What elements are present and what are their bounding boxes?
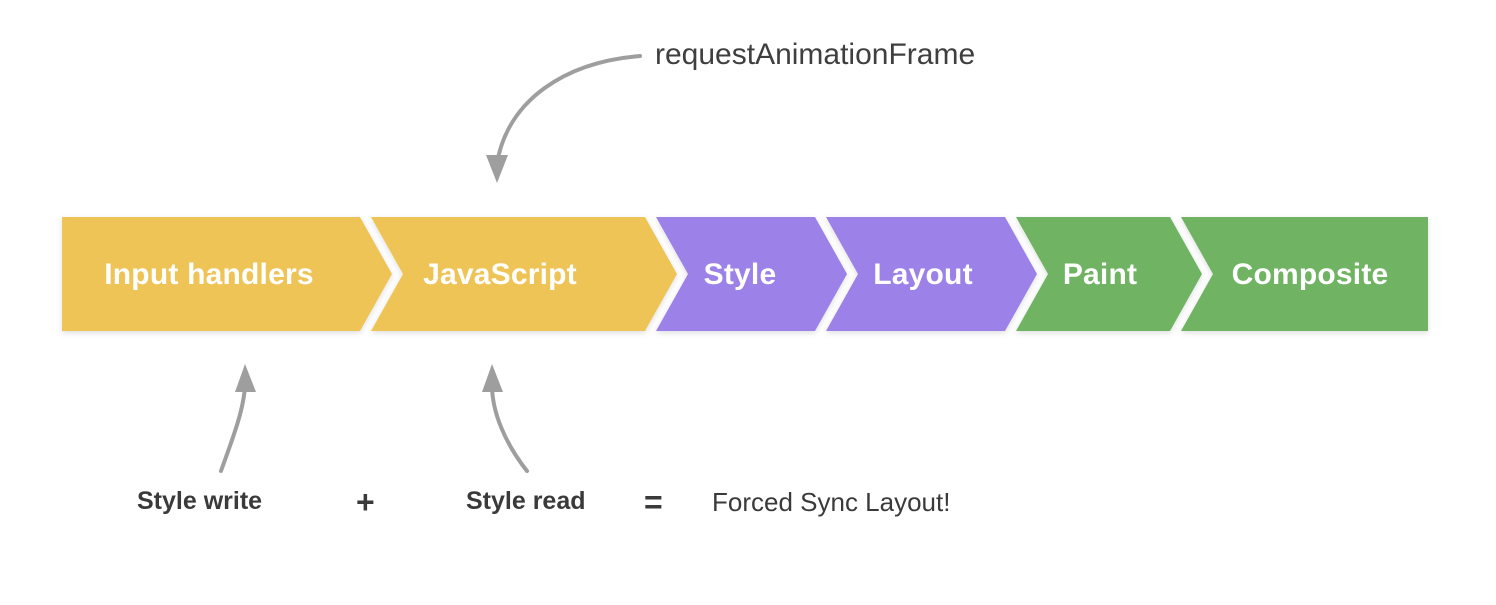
raf-arrow	[486, 54, 642, 183]
pipeline-segment-input-handlers	[62, 217, 392, 331]
request-animation-frame-label: requestAnimationFrame	[655, 38, 976, 71]
style-read-arrow	[482, 364, 529, 473]
pipeline-label-composite: Composite	[1232, 258, 1389, 291]
pipeline-label-layout: Layout	[873, 258, 973, 291]
style-read-label: Style read	[466, 487, 586, 515]
pipeline-segment-layout	[826, 217, 1037, 331]
pipeline-label-input-handlers: Input handlers	[104, 258, 313, 291]
pipeline-segment-javascript	[371, 217, 677, 331]
pipeline-label-paint: Paint	[1063, 258, 1137, 291]
equals-sign: =	[644, 484, 663, 520]
pipeline-segment-style	[656, 217, 847, 331]
pipeline-segment-composite	[1181, 217, 1428, 331]
pipeline-segment-paint	[1016, 217, 1202, 331]
style-write-label: Style write	[137, 487, 263, 515]
rendering-pipeline-bar: Input handlers JavaScript Style Layout P…	[60, 217, 1430, 331]
style-write-arrow	[219, 364, 256, 473]
plus-sign: +	[356, 484, 375, 520]
forced-sync-layout-label: Forced Sync Layout!	[712, 487, 951, 517]
pipeline-label-javascript: JavaScript	[423, 258, 577, 291]
pipeline-label-style: Style	[704, 258, 777, 291]
